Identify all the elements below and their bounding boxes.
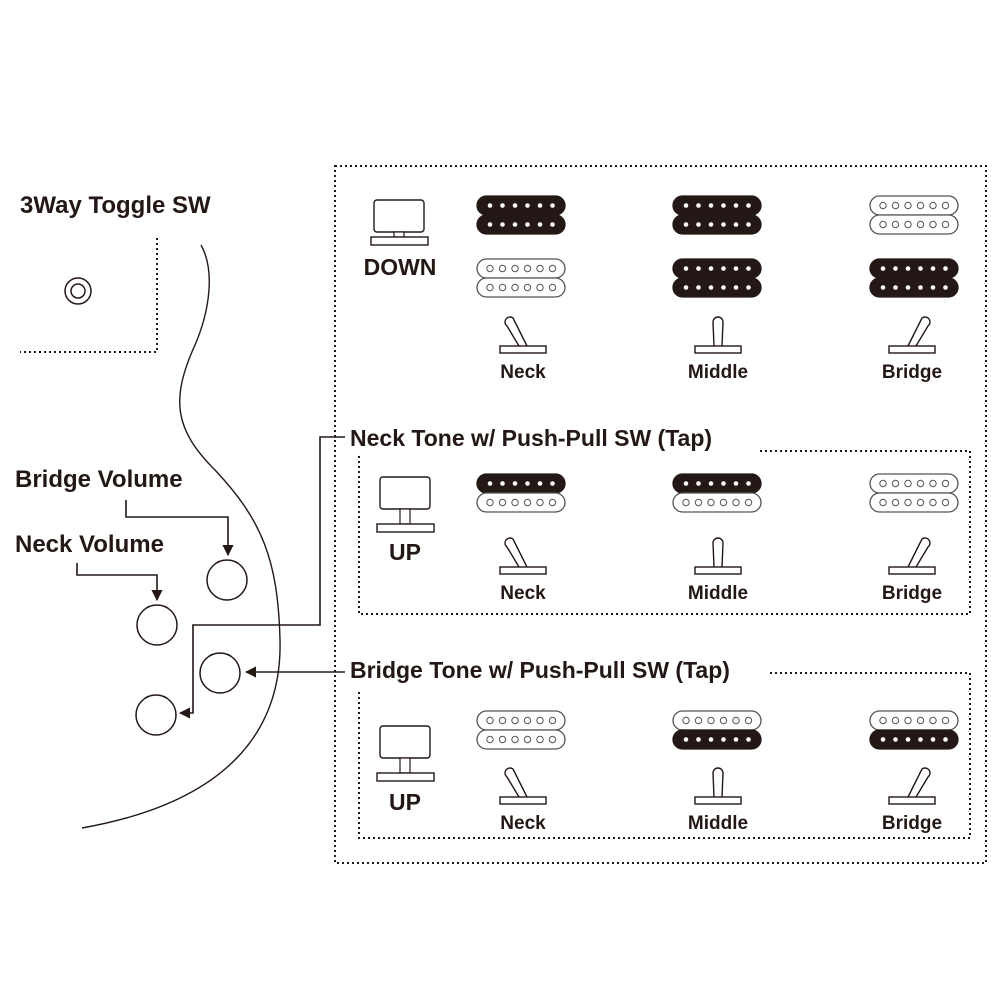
bridge-pickup-icon <box>476 258 566 298</box>
position-label-middle: Middle <box>688 583 748 604</box>
toggle-lever-right-icon <box>888 767 936 805</box>
neck-volume-pointer <box>76 563 163 602</box>
bridge-pickup-icon <box>869 710 959 750</box>
switching-chart-frame <box>334 165 987 864</box>
bridge-volume-pointer <box>125 500 234 557</box>
position-label-middle: Middle <box>688 813 748 834</box>
neck-pickup-icon <box>672 195 762 235</box>
position-label-neck: Neck <box>500 813 546 834</box>
bridge-volume-label: Bridge Volume <box>15 466 183 493</box>
bridge-pickup-icon <box>672 258 762 298</box>
neck-pickup-icon <box>476 473 566 513</box>
neck-tone-knob[interactable] <box>135 694 177 736</box>
toggle-lever-center-icon <box>694 537 742 575</box>
position-label-bridge: Bridge <box>882 362 942 383</box>
neck-volume-label: Neck Volume <box>15 531 164 558</box>
bridge-pickup-icon <box>672 710 762 750</box>
toggle-lever-center-icon <box>694 316 742 354</box>
icons-layer <box>370 195 959 805</box>
bridge-volume-knob[interactable] <box>206 559 248 601</box>
push-pull-knob-up-icon <box>376 725 435 782</box>
bridge-tone-knob[interactable] <box>199 652 241 694</box>
neck-pickup-icon <box>869 195 959 235</box>
toggle-lever-left-icon <box>499 316 547 354</box>
bridge-tone-section-frame <box>358 672 971 839</box>
neck-pickup-icon <box>672 473 762 513</box>
toggle-cavity-outline <box>20 238 158 353</box>
neck-pickup-icon <box>476 195 566 235</box>
toggle-switch-area <box>20 238 158 353</box>
body-outline <box>81 244 281 829</box>
toggle-lever-left-icon <box>499 537 547 575</box>
up-state-label-bridge-tone: UP <box>389 789 421 815</box>
down-state-label: DOWN <box>364 254 437 280</box>
bridge-tone-section-title: Bridge Tone w/ Push-Pull SW (Tap) <box>350 657 730 683</box>
toggle-lever-center-icon <box>694 767 742 805</box>
neck-tone-section-frame <box>358 450 971 615</box>
toggle-lever-right-icon <box>888 316 936 354</box>
position-label-bridge: Bridge <box>882 583 942 604</box>
neck-pickup-icon <box>869 473 959 513</box>
guitar-body: 3Way Toggle SW Bridge Volume Neck Volume <box>15 192 345 829</box>
neck-volume-knob[interactable] <box>136 604 178 646</box>
toggle-lever-right-icon <box>888 537 936 575</box>
position-label-middle: Middle <box>688 362 748 383</box>
toggle-switch-title: 3Way Toggle SW <box>20 192 211 219</box>
push-pull-knob-up-icon <box>376 476 435 533</box>
toggle-switch-icon[interactable] <box>64 277 92 305</box>
neck-tone-section-title: Neck Tone w/ Push-Pull SW (Tap) <box>350 425 712 451</box>
bridge-pickup-icon <box>476 710 566 750</box>
up-state-label-neck-tone: UP <box>389 539 421 565</box>
bridge-pickup-icon <box>869 258 959 298</box>
push-pull-knob-down-icon <box>370 199 429 246</box>
neck-tone-pointer <box>178 436 345 719</box>
toggle-lever-left-icon <box>499 767 547 805</box>
position-label-neck: Neck <box>500 583 546 604</box>
position-label-neck: Neck <box>500 362 546 383</box>
position-label-bridge: Bridge <box>882 813 942 834</box>
